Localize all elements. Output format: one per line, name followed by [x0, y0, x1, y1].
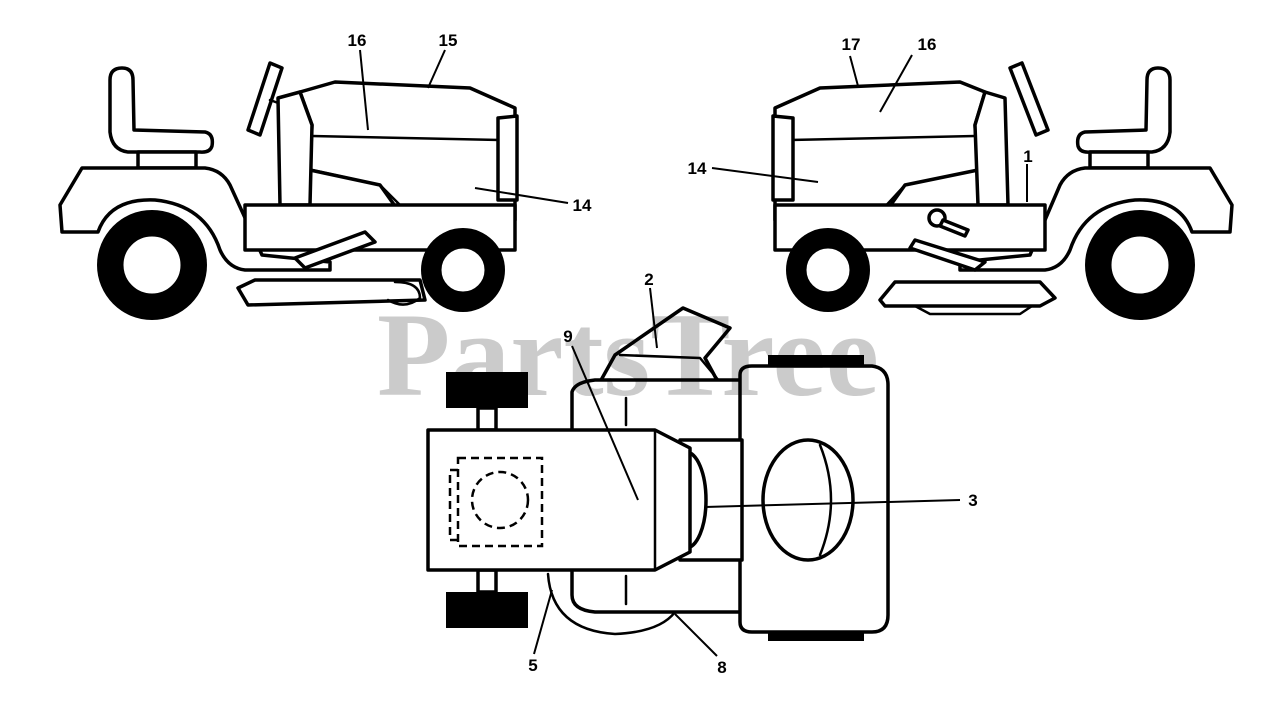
mower-deck-right	[878, 280, 1057, 308]
right-side-view	[711, 54, 1234, 320]
seat-base-right	[1088, 150, 1150, 170]
callout-top-3: 3	[968, 491, 977, 510]
seat-base-left	[136, 150, 198, 170]
callout-top-5: 5	[528, 656, 537, 675]
watermark-logo: PartsTree	[377, 288, 879, 421]
steering-wheel-left	[246, 61, 284, 137]
mower-deck-left	[236, 278, 427, 307]
callout-left-15: 15	[439, 31, 458, 50]
rear-tire-bottom	[446, 592, 528, 628]
left-side-view	[58, 49, 569, 320]
callout-top-8: 8	[717, 658, 726, 677]
rear-tire-top	[446, 372, 528, 408]
callout-top-2: 2	[644, 270, 653, 289]
seat-left	[108, 66, 215, 154]
callout-left-16: 16	[348, 31, 367, 50]
seat-right	[1075, 66, 1172, 154]
steering-wheel-right	[1008, 61, 1050, 137]
rear-fender-right	[958, 166, 1234, 272]
body-top	[426, 428, 692, 572]
callout-right-14: 14	[688, 159, 707, 178]
hood-left	[298, 80, 517, 222]
callout-right-17: 17	[842, 35, 861, 54]
callout-right-1: 1	[1023, 147, 1032, 166]
callout-left-14: 14	[573, 196, 592, 215]
rear-fender-left	[58, 166, 332, 272]
top-view	[426, 287, 961, 657]
callout-right-16: 16	[918, 35, 937, 54]
hood-right	[773, 80, 987, 222]
callout-top-9: 9	[563, 327, 572, 346]
